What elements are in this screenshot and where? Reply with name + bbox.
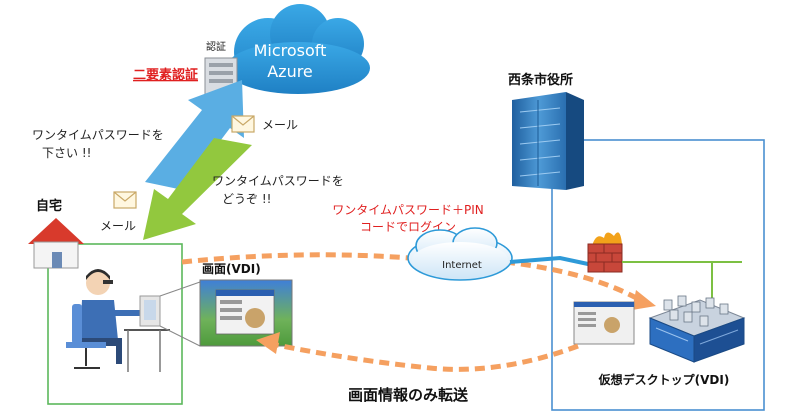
internet-label: Internet bbox=[442, 260, 482, 271]
login-text-line1: ワンタイムパスワード＋PIN bbox=[332, 203, 484, 217]
login-connection-left bbox=[181, 252, 411, 265]
mail-left-label: メール bbox=[100, 219, 136, 233]
reply-message-line2: どうぞ !! bbox=[222, 192, 271, 206]
office-screen-thumbnail bbox=[573, 301, 635, 345]
azure-cloud: Microsoft Azure bbox=[226, 4, 370, 94]
firewall-icon bbox=[587, 232, 623, 273]
person-icon bbox=[66, 269, 140, 369]
reply-message-line1: ワンタイムパスワードを bbox=[212, 174, 344, 188]
envelope-top-icon bbox=[231, 115, 255, 133]
office-boundary bbox=[551, 139, 765, 411]
internet-cloud-icon bbox=[407, 227, 513, 281]
screen-label: 画面(VDI) bbox=[202, 262, 261, 276]
request-message-line2: 下さい !! bbox=[42, 146, 91, 160]
envelope-left-icon bbox=[113, 191, 137, 209]
home-label: 自宅 bbox=[36, 198, 62, 214]
auth-label: 認証 bbox=[206, 40, 226, 53]
azure-title-line1: Microsoft bbox=[254, 41, 327, 60]
transfer-label: 画面情報のみ転送 bbox=[348, 386, 469, 404]
screen-thumbnail bbox=[199, 279, 293, 347]
screen-transfer-arrowhead bbox=[256, 332, 280, 354]
projection-line-bottom bbox=[159, 325, 201, 347]
vdi-server-icon bbox=[648, 295, 746, 363]
request-arrow bbox=[145, 80, 244, 190]
two-factor-label: 二要素認証 bbox=[133, 67, 198, 83]
screen-transfer-path bbox=[271, 341, 579, 372]
login-arrowhead bbox=[632, 290, 656, 310]
house-icon bbox=[28, 218, 84, 269]
home-boundary bbox=[47, 243, 183, 405]
network-link bbox=[509, 255, 589, 266]
projection-line-top bbox=[159, 281, 201, 297]
office-building-icon bbox=[512, 92, 584, 190]
mail-top-label: メール bbox=[262, 118, 298, 132]
reply-arrow bbox=[143, 138, 252, 240]
office-label: 西条市役所 bbox=[508, 72, 573, 88]
vdi-label: 仮想デスクトップ(VDI) bbox=[598, 372, 730, 387]
request-message-line1: ワンタイムパスワードを bbox=[32, 128, 164, 142]
login-connection-right bbox=[504, 259, 642, 303]
desk-computer-icon bbox=[124, 295, 170, 372]
azure-title-line2: Azure bbox=[267, 62, 313, 81]
